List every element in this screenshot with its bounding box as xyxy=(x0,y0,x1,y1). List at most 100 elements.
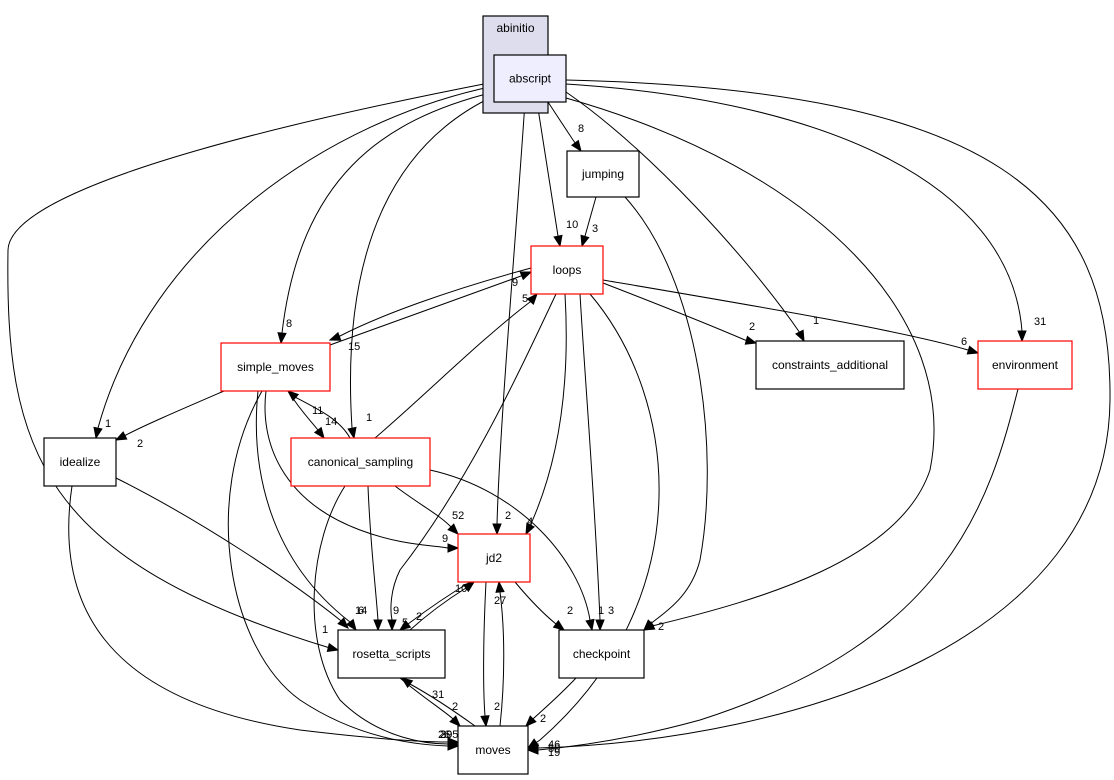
edge-abscript-to-constraints_additional[interactable] xyxy=(565,91,805,343)
edge-loops-to-rosetta_scripts[interactable] xyxy=(387,293,557,632)
edge-label[interactable]: 15 xyxy=(348,341,360,353)
node-idealize[interactable]: idealize xyxy=(43,437,117,487)
edge-label[interactable]: 31 xyxy=(1034,316,1046,328)
edge-label[interactable]: 2 xyxy=(452,701,458,713)
edge-jd2-to-checkpoint[interactable] xyxy=(514,581,566,631)
node-constraints-additional[interactable]: constraints_additional xyxy=(755,340,905,390)
edge-label[interactable]: 2 xyxy=(749,321,755,333)
edge-canonical_sampling-to-jd2[interactable] xyxy=(394,485,459,535)
edge-label[interactable]: 14 xyxy=(325,416,337,428)
edge-simple_moves-to-idealize[interactable] xyxy=(114,390,225,441)
edge-label[interactable]: 5 xyxy=(402,617,408,629)
edge-label[interactable]: 2 xyxy=(137,438,143,450)
edge-label[interactable]: 52 xyxy=(452,510,464,522)
node-rosetta-scripts[interactable]: rosetta_scripts xyxy=(337,629,446,679)
edge-label[interactable]: 2 xyxy=(416,611,422,623)
node-canonical-sampling[interactable]: canonical_sampling xyxy=(290,437,431,487)
edge-line xyxy=(115,390,225,441)
edge-simple_moves-to-jd2[interactable] xyxy=(264,390,460,553)
node-checkpoint[interactable]: checkpoint xyxy=(558,629,645,679)
edge-abscript-to-rosetta_scripts[interactable] xyxy=(7,81,495,653)
edge-loops-to-jd2[interactable] xyxy=(525,293,567,536)
edge-label[interactable]: 10 xyxy=(566,219,578,231)
edge-loops-to-environment[interactable] xyxy=(602,279,980,355)
edge-canonical_sampling-to-simple_moves[interactable] xyxy=(286,390,351,439)
edge-label[interactable]: 8 xyxy=(578,123,584,135)
edge-environment-to-moves[interactable] xyxy=(526,388,1019,755)
edge-jumping-to-checkpoint[interactable] xyxy=(624,196,708,631)
edge-checkpoint-to-moves[interactable] xyxy=(525,677,577,727)
edge-simple_moves-to-loops[interactable] xyxy=(329,271,533,346)
edge-label[interactable]: 5 xyxy=(522,293,528,305)
edge-moves-to-rosetta_scripts[interactable] xyxy=(400,677,476,727)
edge-simple_moves-to-rosetta_scripts[interactable] xyxy=(255,390,357,632)
edge-line xyxy=(68,485,458,743)
arrowhead-icon xyxy=(398,619,412,631)
edge-label[interactable]: 2 xyxy=(494,701,500,713)
edge-loops-to-simple_moves[interactable] xyxy=(328,267,532,341)
edge-label[interactable]: 4 xyxy=(527,516,533,528)
edge-label[interactable]: 9 xyxy=(393,605,399,617)
arrowhead-icon xyxy=(795,329,805,343)
node-environment[interactable]: environment xyxy=(977,340,1073,390)
edge-label[interactable]: 27 xyxy=(494,595,506,607)
edge-rosetta_scripts-to-jd2[interactable] xyxy=(409,581,476,631)
edge-abscript-to-canonical_sampling[interactable] xyxy=(347,95,495,440)
edge-loops-to-moves[interactable] xyxy=(526,293,660,749)
edge-label[interactable]: 31 xyxy=(432,689,444,701)
edge-label[interactable]: 3 xyxy=(608,605,614,617)
edge-label[interactable]: 395 xyxy=(440,729,458,741)
edge-abscript-to-idealize[interactable] xyxy=(93,85,495,440)
edge-label[interactable]: 11 xyxy=(312,405,323,417)
edge-label[interactable]: 26 xyxy=(438,729,450,741)
edge-abscript-to-jd2[interactable] xyxy=(492,101,526,536)
edge-label[interactable]: 19 xyxy=(548,747,560,759)
edge-idealize-to-rosetta_scripts[interactable] xyxy=(115,477,349,629)
edge-label[interactable]: 14 xyxy=(355,605,367,617)
edge-label[interactable]: 46 xyxy=(548,739,560,751)
edge-abscript-to-jumping[interactable] xyxy=(547,101,582,153)
edge-label[interactable]: 1 xyxy=(813,315,819,327)
edge-label[interactable]: 10 xyxy=(455,583,467,595)
arrowhead-icon xyxy=(552,619,566,631)
arrowhead-icon xyxy=(447,543,460,553)
edge-label[interactable]: 2 xyxy=(567,605,573,617)
edge-idealize-to-moves[interactable] xyxy=(68,485,460,747)
edge-label[interactable]: 2 xyxy=(540,713,546,725)
node-moves[interactable]: moves xyxy=(457,725,529,775)
node-jumping[interactable]: jumping xyxy=(566,150,640,198)
edge-label[interactable]: 6 xyxy=(961,336,967,348)
node-simple-moves[interactable]: simple_moves xyxy=(220,342,331,392)
edge-label[interactable]: 1 xyxy=(598,605,604,617)
edge-abscript-to-simple_moves[interactable] xyxy=(277,91,495,345)
edge-label[interactable]: 9 xyxy=(512,277,518,289)
edge-label[interactable]: 2 xyxy=(658,621,664,633)
edge-loops-to-constraints_additional[interactable] xyxy=(602,282,758,345)
edge-jd2-to-rosetta_scripts[interactable] xyxy=(398,581,471,631)
edge-canonical_sampling-to-rosetta_scripts[interactable] xyxy=(367,485,383,632)
edge-label[interactable]: 1 xyxy=(322,624,328,636)
node-jd2[interactable]: jd2 xyxy=(457,533,531,583)
edge-loops-to-checkpoint[interactable] xyxy=(579,293,605,632)
edge-abscript-to-loops[interactable] xyxy=(536,101,563,248)
edge-label[interactable]: 20 xyxy=(440,729,452,741)
edge-label[interactable]: 9 xyxy=(442,533,448,545)
edge-label[interactable]: 6 xyxy=(358,605,364,617)
node-abscript[interactable]: abscript xyxy=(493,54,567,103)
edge-moves-to-jd2[interactable] xyxy=(495,580,505,727)
edge-label[interactable]: 1 xyxy=(366,412,372,424)
edge-label[interactable]: 8 xyxy=(286,318,292,330)
node-label: canonical_sampling xyxy=(308,455,413,469)
edge-label[interactable]: 3 xyxy=(592,223,598,235)
edge-jumping-to-loops[interactable] xyxy=(580,196,597,248)
edge-jd2-to-moves[interactable] xyxy=(480,581,490,728)
edge-label[interactable]: 50 xyxy=(548,743,560,755)
edge-label[interactable]: 2 xyxy=(505,510,511,522)
edge-canonical_sampling-to-checkpoint[interactable] xyxy=(429,469,595,632)
node-loops[interactable]: loops xyxy=(530,245,604,295)
edge-label[interactable]: 1 xyxy=(105,418,111,430)
edge-canonical_sampling-to-loops[interactable] xyxy=(374,292,538,439)
edge-abscript-to-environment[interactable] xyxy=(565,83,1027,343)
node-box xyxy=(566,150,640,198)
arrowhead-icon xyxy=(525,522,535,536)
